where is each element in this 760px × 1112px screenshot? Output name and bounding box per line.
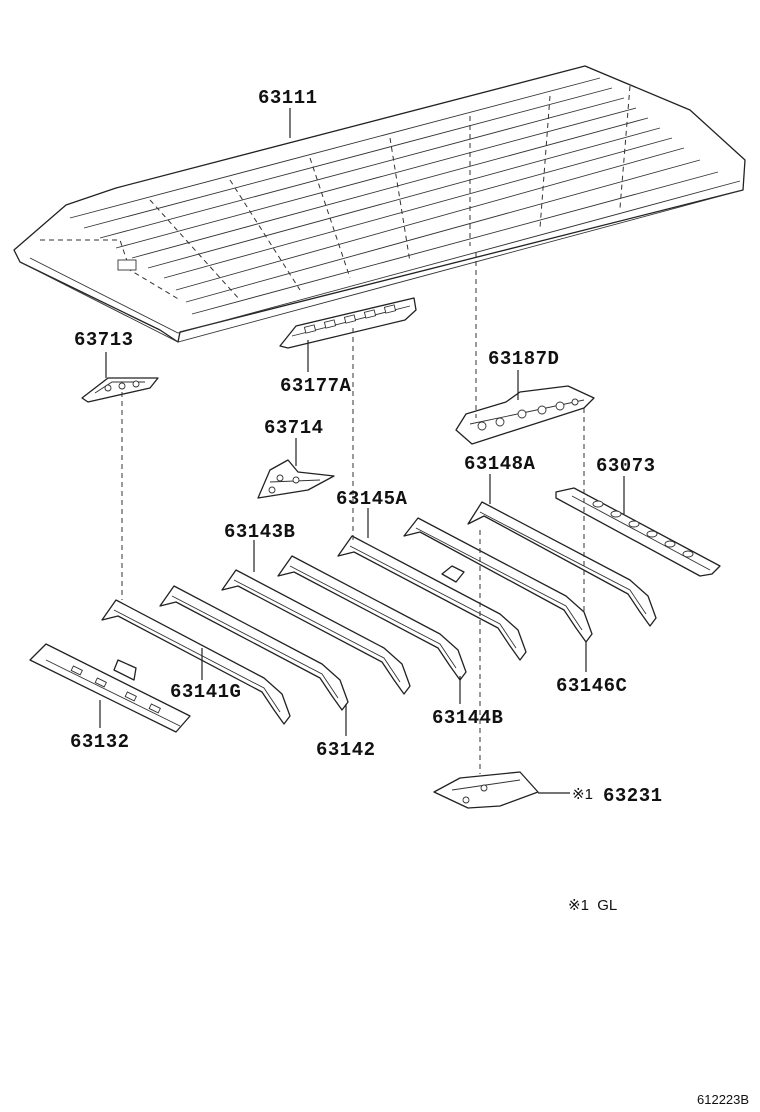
label-63141G: 63141G	[170, 681, 241, 703]
reference-code: 612223B	[697, 1092, 749, 1107]
leader-lines	[99, 108, 625, 794]
label-63714: 63714	[264, 417, 324, 439]
part-63714	[257, 459, 335, 499]
label-63111: 63111	[258, 87, 318, 109]
roof-bow-63145A	[337, 535, 527, 661]
label-63143B: 63143B	[224, 521, 295, 543]
assembly-lines	[121, 252, 585, 774]
label-63146C: 63146C	[556, 675, 627, 697]
roof-panel	[13, 65, 746, 343]
label-63231: 63231	[603, 785, 663, 807]
label-63144B: 63144B	[432, 707, 503, 729]
label-63132: 63132	[70, 731, 130, 753]
roof-bow-63143B	[221, 569, 411, 695]
roof-bow-63144B	[277, 555, 467, 681]
part-63132	[29, 643, 191, 733]
roof-bow-63146C	[403, 517, 593, 643]
label-mark: ※1	[572, 786, 593, 803]
label-63142: 63142	[316, 739, 376, 761]
label-63073: 63073	[596, 455, 656, 477]
label-63177A: 63177A	[280, 375, 352, 397]
label-63145A: 63145A	[336, 488, 408, 510]
footnote-gl: ※1 GL	[568, 897, 617, 914]
part-63073	[555, 487, 721, 577]
part-63187D	[455, 385, 595, 445]
label-63148A: 63148A	[464, 453, 536, 475]
roof-bow-63142	[159, 585, 349, 711]
part-63713	[81, 377, 159, 403]
roof-bow-63141G	[101, 599, 291, 725]
roof-bow-63148A	[467, 501, 657, 627]
label-63713: 63713	[74, 329, 134, 351]
part-63177A	[279, 297, 417, 349]
part-63231	[433, 771, 539, 809]
label-63187D: 63187D	[488, 348, 559, 370]
